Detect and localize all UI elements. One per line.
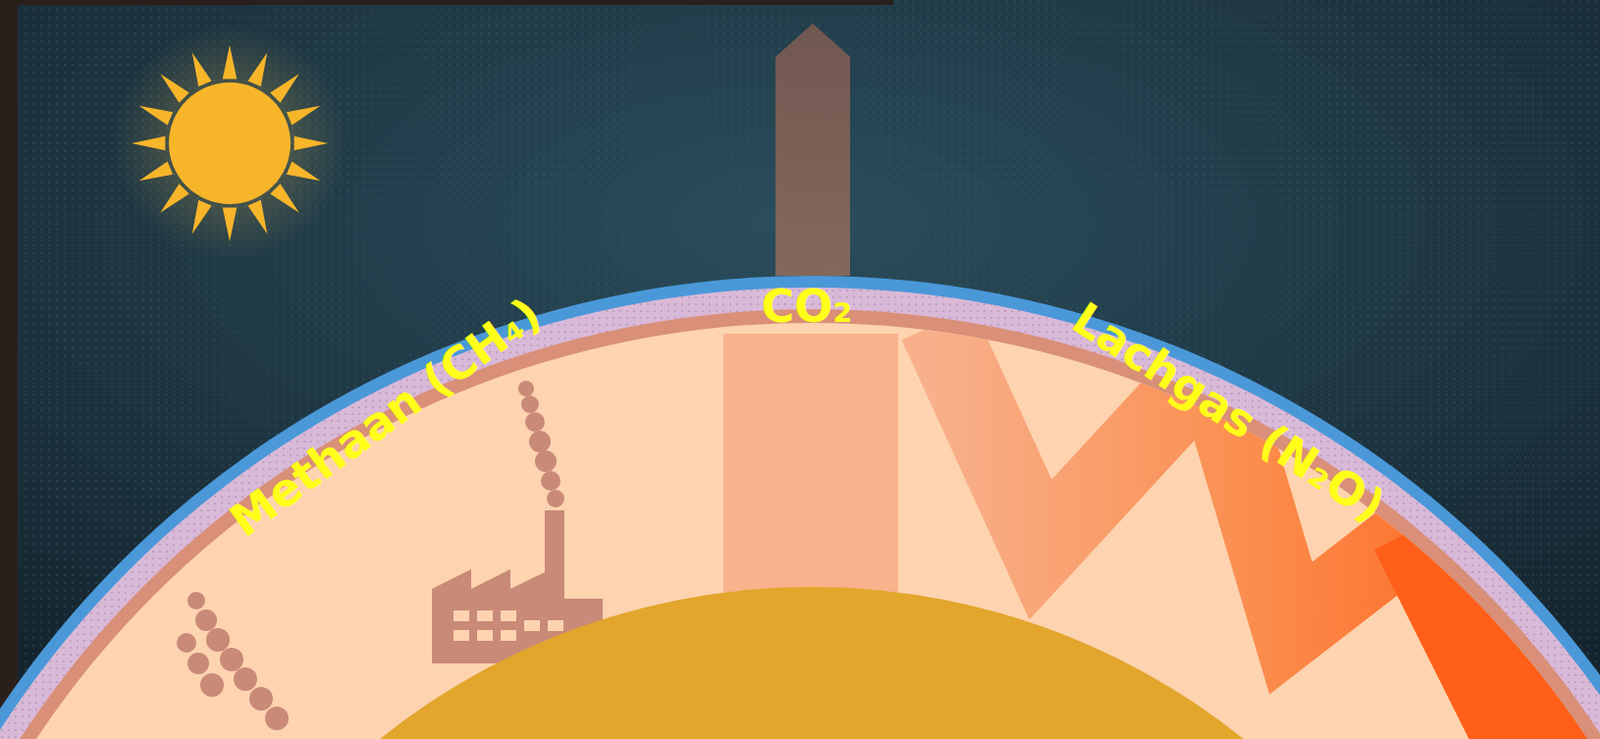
sun-ray <box>247 53 267 88</box>
earth-surface <box>122 586 1501 739</box>
smoke <box>518 380 565 508</box>
sun-ray <box>222 45 237 79</box>
sun-glow <box>111 25 348 262</box>
factory-windows <box>453 610 564 641</box>
sun-ray <box>139 160 174 181</box>
sun-ray <box>269 73 299 103</box>
sun-ray <box>160 183 189 213</box>
sun-ray <box>286 106 321 126</box>
trapped-heat-zigzag <box>1374 431 1600 739</box>
atmosphere-outer-band <box>0 275 1600 739</box>
sun-ray <box>192 200 213 235</box>
sun-ray <box>247 200 267 235</box>
frame-edge <box>0 0 894 5</box>
smoke <box>176 591 289 731</box>
frame-edge <box>0 0 18 739</box>
sun-ray <box>286 160 321 181</box>
sun-ray <box>294 136 328 151</box>
sun-ray <box>222 208 237 242</box>
escaping-heat-arrow <box>775 23 851 276</box>
sun <box>111 25 348 262</box>
sun-ray <box>269 183 299 213</box>
sun-ray <box>139 106 174 126</box>
sun-ray <box>192 53 213 88</box>
sun-disc <box>168 82 291 205</box>
incoming-sunlight-band <box>723 333 899 609</box>
sun-rays <box>131 45 328 242</box>
sun-ray <box>131 136 165 151</box>
gas-label: CO₂ <box>761 283 854 329</box>
sun-ray <box>160 73 189 103</box>
greenhouse-gas-layer <box>0 287 1600 739</box>
